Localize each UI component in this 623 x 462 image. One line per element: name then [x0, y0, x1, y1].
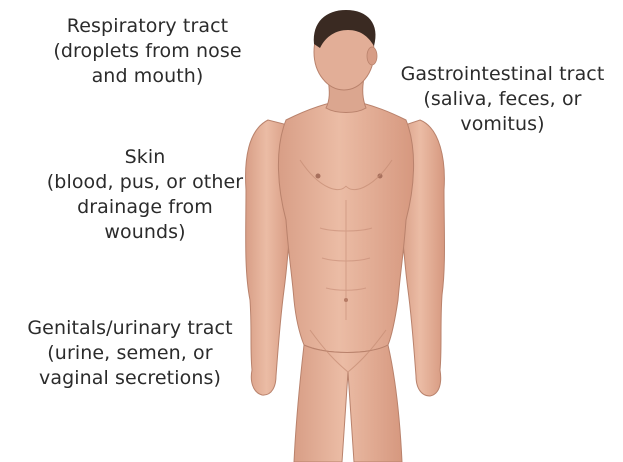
- skin-detail-3: wounds): [25, 220, 265, 245]
- respiratory-detail-1: (droplets from nose: [30, 39, 265, 64]
- genital-title: Genitals/urinary tract: [5, 316, 255, 341]
- genital-detail-1: (urine, semen, or: [5, 341, 255, 366]
- ear: [367, 47, 377, 65]
- respiratory-tract-label: Respiratory tract (droplets from nose an…: [30, 14, 265, 89]
- gastrointestinal-tract-label: Gastrointestinal tract (saliva, feces, o…: [390, 62, 615, 137]
- genitals-urinary-tract-label: Genitals/urinary tract (urine, semen, or…: [5, 316, 255, 391]
- skin-detail-2: drainage from: [25, 195, 265, 220]
- skin-detail-1: (blood, pus, or other: [25, 170, 265, 195]
- right-nipple: [378, 174, 383, 179]
- skin-label: Skin (blood, pus, or other drainage from…: [25, 145, 265, 245]
- skin-title: Skin: [25, 145, 265, 170]
- gi-detail-1: (saliva, feces, or: [390, 87, 615, 112]
- left-nipple: [316, 174, 321, 179]
- legs: [294, 345, 402, 462]
- respiratory-title: Respiratory tract: [30, 14, 265, 39]
- gi-title: Gastrointestinal tract: [390, 62, 615, 87]
- navel: [344, 298, 348, 302]
- gi-detail-2: vomitus): [390, 112, 615, 137]
- genital-detail-2: vaginal secretions): [5, 366, 255, 391]
- respiratory-detail-2: and mouth): [30, 64, 265, 89]
